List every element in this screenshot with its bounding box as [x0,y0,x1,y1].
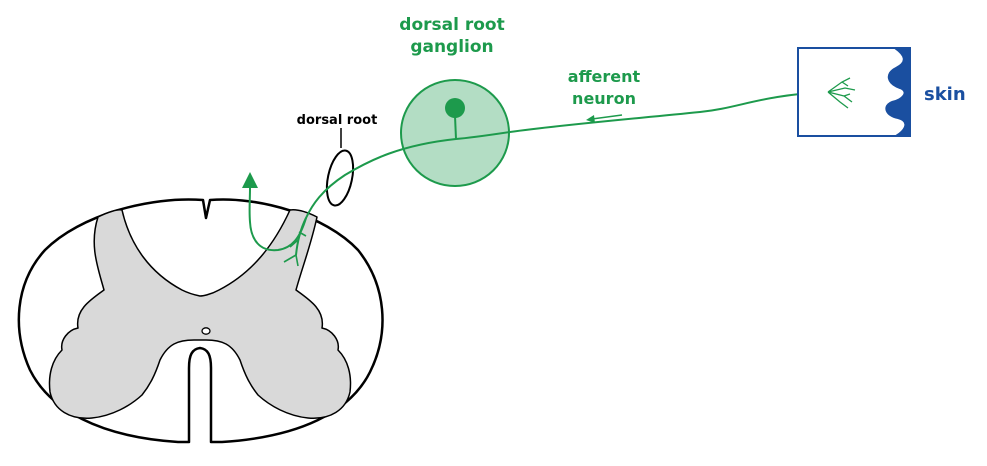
central-terminal-branches [283,231,307,267]
label-afferent-neuron-line2: neuron [572,89,636,108]
receptor-endings [827,77,856,109]
central-canal [201,327,211,335]
afferent-ascending-branch [248,187,307,252]
label-dorsal-root: dorsal root [297,113,378,128]
direction-arrowhead [586,115,595,123]
neuron-stem [454,115,457,140]
afferent-axon [295,91,829,256]
label-afferent-neuron-line1: afferent [568,67,641,86]
skin-surface [885,47,911,137]
label-skin: skin [924,84,966,105]
dorsal-root-outline [325,149,355,207]
skin-box [797,47,911,137]
label-dorsal-root-ganglion-line2: ganglion [410,37,493,57]
ascending-arrowhead [242,172,258,188]
grey-matter [48,209,352,419]
neuron-cell-body [445,98,465,118]
label-dorsal-root-ganglion-line1: dorsal root [399,15,504,35]
direction-arrow-line [591,114,623,120]
